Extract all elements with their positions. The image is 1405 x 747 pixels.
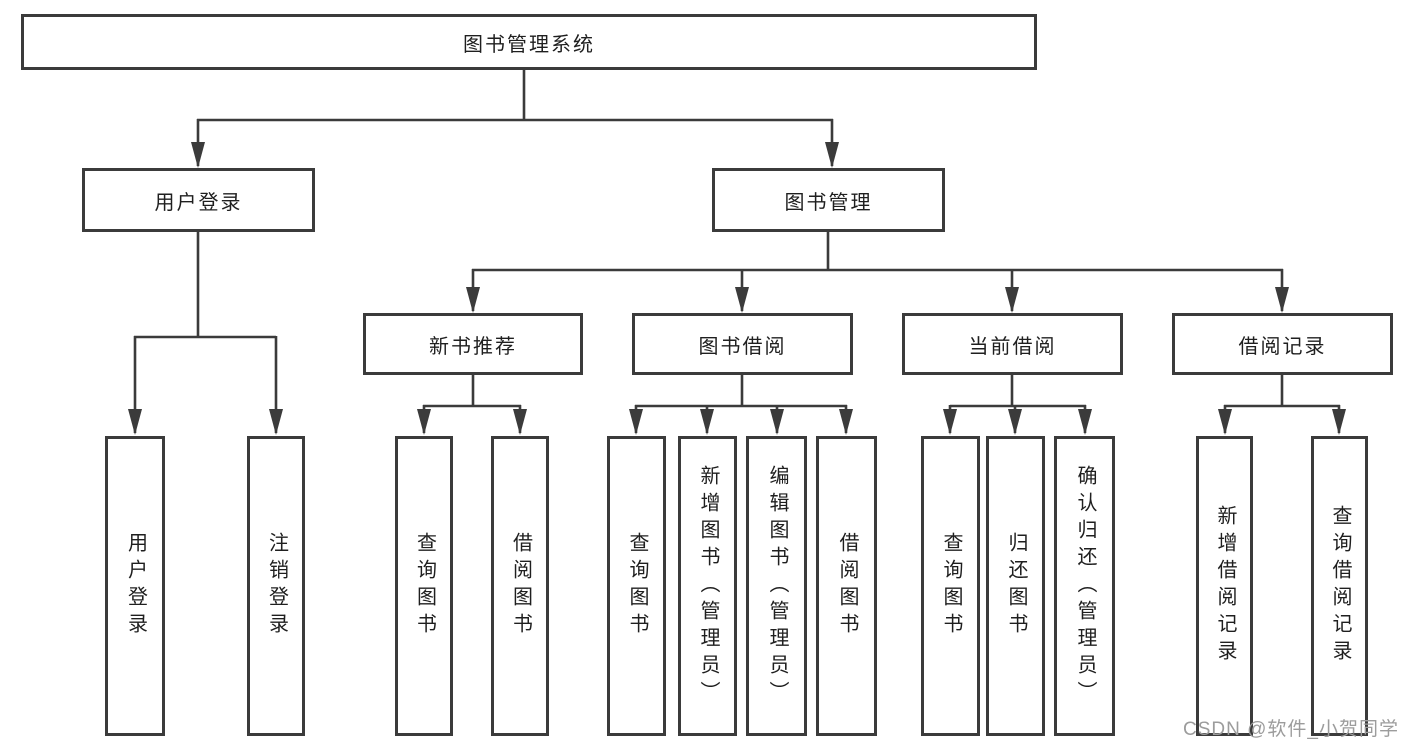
leaf-query-books-borrow: 查询图书 bbox=[607, 436, 666, 736]
connectors-borrow-record-group bbox=[1218, 375, 1346, 435]
leaf-query-books-current: 查询图书 bbox=[921, 436, 980, 736]
leaf-label: 注销登录 bbox=[265, 532, 288, 640]
connectors-root-to-level2 bbox=[191, 70, 839, 168]
leaf-add-book-admin: 新增图书（管理员） bbox=[678, 436, 737, 736]
connectors-book-mgmt-to-level3 bbox=[466, 232, 1289, 313]
leaf-logout: 注销登录 bbox=[247, 436, 305, 736]
leaf-label: 归还图书 bbox=[1005, 532, 1027, 640]
node-borrow-records: 借阅记录 bbox=[1172, 313, 1393, 375]
connectors-new-book-group bbox=[417, 375, 527, 435]
leaf-label: 查询图书 bbox=[940, 532, 962, 640]
connectors-user-login-group bbox=[128, 232, 283, 435]
node-current-borrow: 当前借阅 bbox=[902, 313, 1123, 375]
node-library-system: 图书管理系统 bbox=[21, 14, 1037, 70]
leaf-label: 查询图书 bbox=[413, 532, 436, 640]
leaf-query-books-recommend: 查询图书 bbox=[395, 436, 453, 736]
connectors-book-borrow-group bbox=[629, 375, 853, 435]
leaf-confirm-return-admin: 确认归还（管理员） bbox=[1054, 436, 1115, 736]
leaf-label: 新增图书（管理员） bbox=[697, 464, 719, 708]
node-book-management: 图书管理 bbox=[712, 168, 945, 232]
connectors-current-borrow-group bbox=[943, 375, 1092, 435]
leaf-label: 借阅图书 bbox=[509, 532, 532, 640]
leaf-label: 确认归还（管理员） bbox=[1074, 464, 1096, 708]
leaf-return-books: 归还图书 bbox=[986, 436, 1045, 736]
watermark: CSDN @软件_小贺同学 bbox=[1183, 719, 1399, 740]
leaf-label: 新增借阅记录 bbox=[1214, 505, 1236, 667]
leaf-label: 编辑图书（管理员） bbox=[766, 464, 788, 708]
node-new-book-recommend: 新书推荐 bbox=[363, 313, 583, 375]
leaf-label: 查询借阅记录 bbox=[1329, 505, 1351, 667]
leaf-add-borrow-record: 新增借阅记录 bbox=[1196, 436, 1253, 736]
node-book-borrow: 图书借阅 bbox=[632, 313, 853, 375]
node-user-login: 用户登录 bbox=[82, 168, 315, 232]
leaf-label: 用户登录 bbox=[124, 532, 147, 640]
leaf-user-login: 用户登录 bbox=[105, 436, 165, 736]
leaf-label: 查询图书 bbox=[626, 532, 648, 640]
leaf-borrow-books-recommend: 借阅图书 bbox=[491, 436, 549, 736]
leaf-borrow-books: 借阅图书 bbox=[816, 436, 877, 736]
leaf-query-borrow-record: 查询借阅记录 bbox=[1311, 436, 1368, 736]
leaf-label: 借阅图书 bbox=[836, 532, 858, 640]
leaf-edit-book-admin: 编辑图书（管理员） bbox=[746, 436, 807, 736]
